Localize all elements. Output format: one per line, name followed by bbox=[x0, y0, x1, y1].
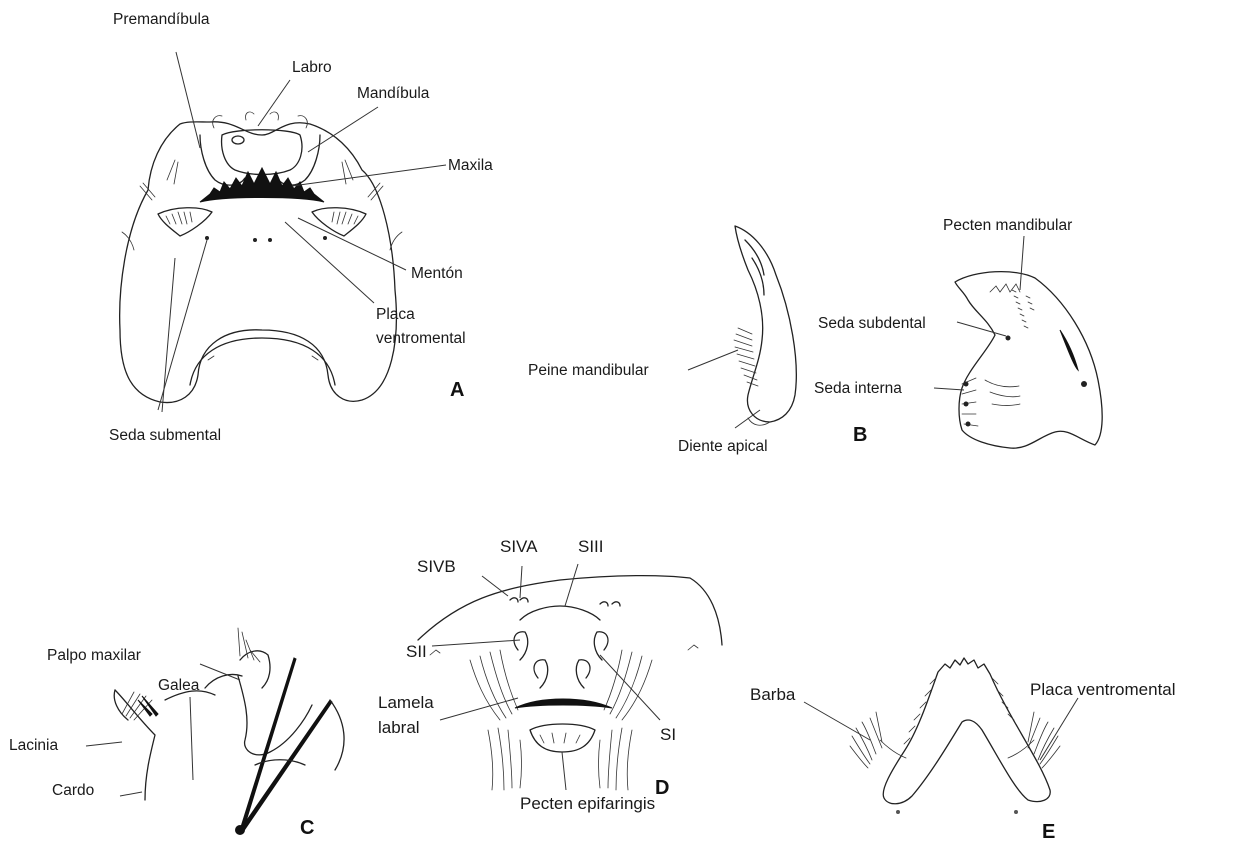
label-pecten-mandibular: Pecten mandibular bbox=[943, 217, 1072, 234]
label-pecten-epifaringis: Pecten epifaringis bbox=[520, 794, 655, 813]
mandible-right-drawing bbox=[955, 272, 1102, 449]
label-palpo-maxilar: Palpo maxilar bbox=[47, 647, 141, 664]
label-maxila: Maxila bbox=[448, 157, 493, 174]
panel-a-leader-lines bbox=[158, 52, 446, 412]
maxilla-drawing bbox=[114, 628, 344, 835]
label-barba: Barba bbox=[750, 685, 796, 704]
label-sivb: SIVB bbox=[417, 557, 456, 576]
label-labral: labral bbox=[378, 718, 420, 737]
panel-a: Premandíbula Labro Mandíbula Maxila Ment… bbox=[109, 11, 493, 444]
label-placa-ventromental: Placa ventromental bbox=[1030, 680, 1176, 699]
label-premandibula: Premandíbula bbox=[113, 11, 210, 28]
panel-b-leader-lines bbox=[688, 236, 1024, 428]
panel-e: Barba Placa ventromental E bbox=[750, 658, 1176, 843]
panel-b: Pecten mandibular Seda subdental Seda in… bbox=[528, 217, 1102, 455]
label-labro: Labro bbox=[292, 59, 332, 76]
label-galea: Galea bbox=[158, 677, 200, 694]
label-cardo: Cardo bbox=[52, 782, 94, 799]
head-capsule-drawing bbox=[120, 112, 402, 403]
label-siva: SIVA bbox=[500, 537, 538, 556]
label-si: SI bbox=[660, 725, 676, 744]
panel-e-leader-lines bbox=[804, 698, 1078, 760]
mandible-left-drawing bbox=[734, 226, 796, 425]
label-seda-subdental: Seda subdental bbox=[818, 315, 926, 332]
panel-letter-e: E bbox=[1042, 821, 1055, 843]
label-sii: SII bbox=[406, 642, 427, 661]
labrum-drawing bbox=[418, 576, 722, 790]
label-mandibula: Mandíbula bbox=[357, 85, 430, 102]
label-lacinia: Lacinia bbox=[9, 737, 58, 754]
label-diente-apical: Diente apical bbox=[678, 438, 768, 455]
panel-letter-a: A bbox=[450, 379, 464, 401]
panel-d: SIVB SIVA SIII SII SI Lamela labral Pect… bbox=[378, 537, 722, 813]
panel-letter-c: C bbox=[300, 817, 314, 839]
panel-letter-d: D bbox=[655, 777, 669, 799]
label-peine-mandibular: Peine mandibular bbox=[528, 362, 649, 379]
label-ventromental: ventromental bbox=[376, 330, 466, 347]
label-seda-submental: Seda submental bbox=[109, 427, 221, 444]
label-lamela: Lamela bbox=[378, 693, 434, 712]
label-menton: Mentón bbox=[411, 265, 463, 282]
label-placa: Placa bbox=[376, 306, 415, 323]
label-seda-interna: Seda interna bbox=[814, 380, 902, 397]
panel-c: Palpo maxilar Galea Lacinia Cardo C bbox=[9, 628, 344, 839]
mentum-drawing bbox=[850, 658, 1060, 814]
label-siii: SIII bbox=[578, 537, 604, 556]
panel-letter-b: B bbox=[853, 424, 867, 446]
